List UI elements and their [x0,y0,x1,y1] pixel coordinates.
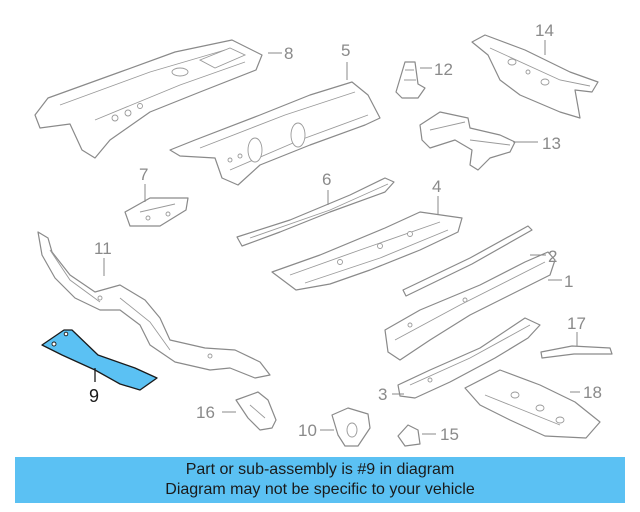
callout-3: 3 [378,385,387,404]
callout-12: 12 [434,60,453,79]
callout-8: 8 [284,44,293,63]
part-12-bracket[interactable] [395,61,426,99]
part-2-rocker-strip[interactable] [402,225,533,297]
part-9-brace[interactable] [41,329,158,391]
part-8-floor-pan[interactable] [34,39,263,159]
part-10-mount[interactable] [331,407,371,447]
part-1-rocker-panel[interactable] [384,251,556,361]
banner-line-disclaimer: Diagram may not be specific to your vehi… [165,481,475,498]
callout-4: 4 [432,177,441,196]
callout-1: 1 [564,272,573,291]
callout-10: 10 [298,421,317,440]
part-3-rocker-extension[interactable] [397,317,541,399]
callout-9: 9 [89,386,99,406]
callout-7: 7 [139,165,148,184]
info-banner: Part or sub-assembly is #9 in diagram Di… [15,457,625,503]
callout-17: 17 [567,314,586,333]
callout-14: 14 [535,21,554,40]
part-16-bracket[interactable] [235,391,277,431]
parts-diagram: 8 5 12 14 13 7 6 4 2 1 11 9 16 10 15 3 1… [34,21,613,447]
part-7-plate[interactable] [124,197,189,227]
callout-13: 13 [542,134,561,153]
callout-2: 2 [548,247,557,266]
callout-11: 11 [94,239,112,258]
part-17-strip[interactable] [540,345,613,359]
part-18-rear-floor[interactable] [464,369,601,439]
callout-18: 18 [583,383,602,402]
callout-15: 15 [440,425,459,444]
part-5-center-tunnel[interactable] [169,81,381,186]
part-6-rocker-reinforcement[interactable] [236,177,395,247]
callout-5: 5 [341,41,350,60]
part-11-frame-rail[interactable] [37,231,271,379]
banner-line-part-info: Part or sub-assembly is #9 in diagram [185,461,455,478]
part-14-rear-rail[interactable] [471,34,599,119]
callout-16: 16 [196,403,215,422]
part-13-crossmember[interactable] [419,111,516,171]
part-4-floor-pan[interactable] [271,211,463,291]
part-15-bracket[interactable] [397,424,421,447]
callout-6: 6 [322,170,331,189]
